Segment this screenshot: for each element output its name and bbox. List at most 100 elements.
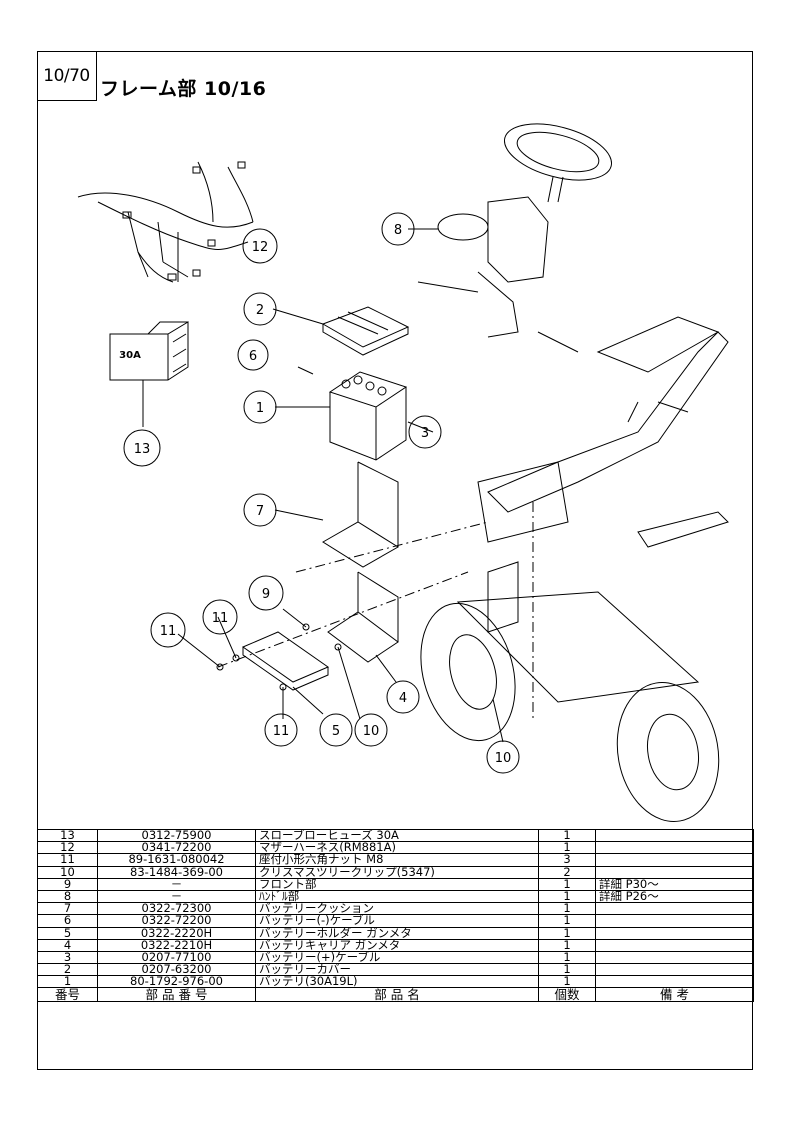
- callout-label: 2: [256, 303, 264, 318]
- battery-cushion-drawing: [274, 461, 399, 568]
- cell-no: 12: [37, 841, 98, 855]
- cell-name: バッテリキャリア ガンメタ: [255, 938, 539, 952]
- callout-label: 8: [394, 223, 402, 238]
- cell-note: [595, 828, 754, 843]
- exploded-parts-diagram: 2 1 6 3 7 8 12 13 4 5 11 11 11 9 10 10 3…: [77, 123, 729, 822]
- cell-part-no: 0341-72200: [97, 841, 256, 855]
- callout-label: 11: [212, 611, 229, 626]
- tractor-body-drawing: [456, 316, 729, 743]
- cell-name: バッテリ(30A19L): [255, 975, 539, 989]
- callout-circles: [123, 212, 520, 774]
- cell-no: 2: [37, 963, 98, 977]
- callout-label: 6: [249, 349, 257, 364]
- cell-qty: 1: [538, 938, 596, 952]
- cell-qty: 1: [538, 926, 596, 940]
- cell-qty: 3: [538, 853, 596, 867]
- cell-qty: 1: [538, 963, 596, 977]
- wire-harness-drawing: [77, 161, 254, 283]
- cell-no: 1: [37, 975, 98, 989]
- cell-part-no: 0322-2210H: [97, 938, 256, 952]
- cell-name: ﾊﾝﾄﾞﾙ部: [255, 889, 539, 904]
- table-header-row: 番号 部 品 番 号 部 品 名 個数 備 考: [37, 987, 754, 1003]
- col-header-note: 備 考: [595, 987, 754, 1003]
- callout-label: 12: [252, 240, 269, 255]
- callout-label: 13: [134, 442, 151, 457]
- cell-qty: 1: [538, 889, 596, 904]
- cell-note: 詳細 P30～: [595, 877, 754, 891]
- cell-qty: 1: [538, 902, 596, 916]
- cell-qty: 1: [538, 828, 596, 843]
- cell-note: [595, 865, 754, 879]
- cell-part-no: －: [97, 889, 256, 904]
- cell-note: [595, 926, 754, 940]
- cell-note: [595, 938, 754, 952]
- battery-cover-drawing: [272, 306, 410, 356]
- cell-no: 5: [37, 926, 98, 940]
- battery-drawing: [275, 366, 434, 461]
- fuse-label: 30A: [119, 350, 141, 361]
- cell-note: [595, 975, 754, 989]
- cell-name: スローブローヒューズ 30A: [255, 828, 539, 843]
- cell-part-no: －: [97, 877, 256, 891]
- callout-label: 9: [262, 587, 270, 602]
- cell-name: クリスマスツリークリップ(5347): [255, 865, 539, 879]
- callout-label: 4: [399, 691, 407, 706]
- col-header-part-no: 部 品 番 号: [97, 987, 256, 1003]
- callout-label: 5: [332, 724, 340, 739]
- col-header-no: 番号: [37, 987, 98, 1003]
- cell-name: バッテリー(+)ケーブル: [255, 950, 539, 965]
- battery-carrier-drawing: [327, 571, 399, 683]
- cell-part-no: 0207-63200: [97, 963, 256, 977]
- callout-label: 11: [273, 724, 290, 739]
- page-frame: [37, 51, 753, 1070]
- callout-label: 10: [363, 724, 380, 739]
- cell-note: [595, 841, 754, 855]
- col-header-name: 部 品 名: [255, 987, 539, 1003]
- callout-label: 1: [256, 401, 264, 416]
- cell-part-no: 0312-75900: [97, 828, 256, 843]
- front-wheel-drawing: [420, 602, 516, 742]
- battery-holder-drawing: [241, 631, 330, 715]
- col-header-qty: 個数: [538, 987, 596, 1003]
- cell-name: バッテリーホルダー ガンメタ: [255, 926, 539, 940]
- cell-name: 座付小形六角ナット M8: [255, 853, 539, 867]
- cell-no: 7: [37, 902, 98, 916]
- rear-wheel-drawing: [616, 682, 720, 822]
- callout-label: 11: [160, 624, 177, 639]
- cell-part-no: 0207-77100: [97, 950, 256, 965]
- cell-part-no: 0322-72200: [97, 914, 256, 928]
- cell-note: 詳細 P26～: [595, 889, 754, 904]
- cell-qty: 1: [538, 841, 596, 855]
- cell-note: [595, 914, 754, 928]
- cell-part-no: 80-1792-976-00: [97, 975, 256, 989]
- cell-name: バッテリーカバー: [255, 963, 539, 977]
- cell-no: 8: [37, 889, 98, 904]
- cell-part-no: 0322-72300: [97, 902, 256, 916]
- callout-label: 7: [256, 504, 264, 519]
- cell-qty: 1: [538, 950, 596, 965]
- cell-part-no: 83-1484-369-00: [97, 865, 256, 879]
- cell-part-no: 89-1631-080042: [97, 853, 256, 867]
- cell-note: [595, 902, 754, 916]
- cell-name: バッテリークッション: [255, 902, 539, 916]
- cell-part-no: 0322-2220H: [97, 926, 256, 940]
- page-title: フレーム部 10/16: [100, 78, 267, 100]
- cell-no: 9: [37, 877, 98, 891]
- cell-qty: 1: [538, 877, 596, 891]
- cell-note: [595, 950, 754, 965]
- cell-no: 11: [37, 853, 98, 867]
- cell-name: マザーハーネス(RM881A): [255, 841, 539, 855]
